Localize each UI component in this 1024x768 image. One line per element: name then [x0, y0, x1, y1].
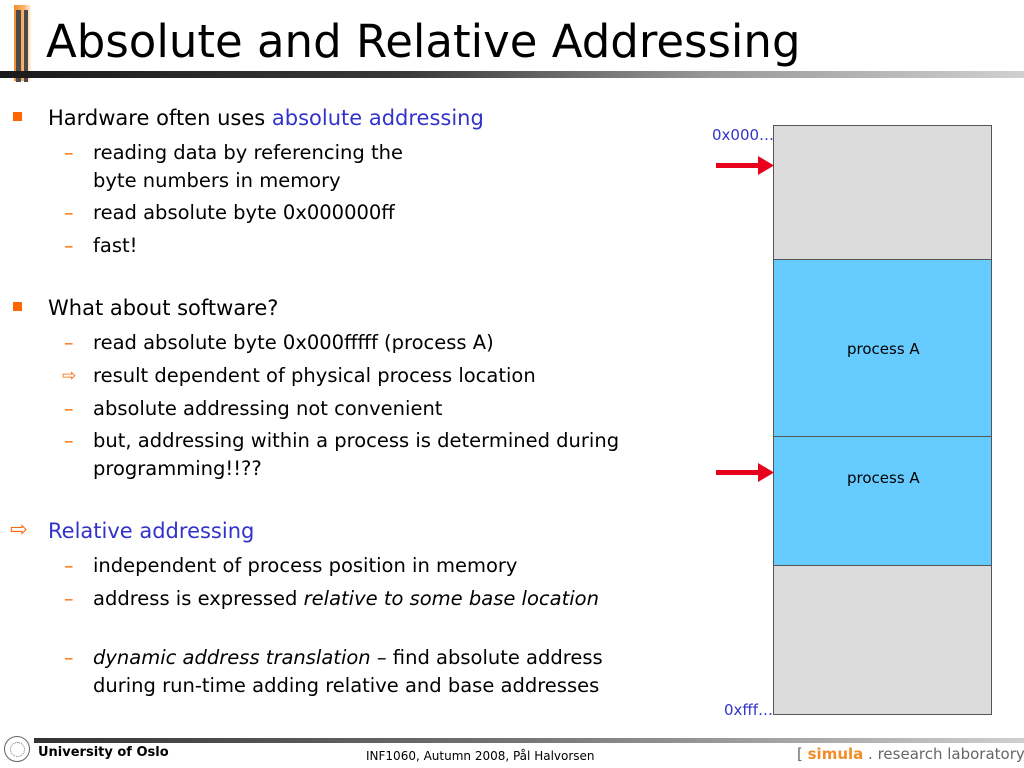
footer-course: INF1060, Autumn 2008, Pål Halvorsen [366, 749, 595, 763]
sub-dynamic-l1: dynamic address translation – find absol… [93, 644, 603, 672]
sub-expressed: address is expressed relative to some ba… [93, 585, 599, 613]
red-arrow-icon [716, 156, 774, 175]
bullet-relative: Relative addressing [48, 519, 255, 543]
dash-bullet: – [64, 588, 74, 610]
footer-lab-open: [ [797, 745, 808, 763]
sub-not-convenient: absolute addressing not convenient [93, 397, 443, 420]
sub-fast: fast! [93, 234, 138, 257]
sub-within-process-l2: programming!!?? [93, 457, 262, 480]
dash-bullet: – [64, 235, 74, 257]
address-bottom: 0xfff… [724, 701, 774, 719]
memory-region-top [773, 125, 992, 260]
dash-bullet: – [64, 142, 74, 164]
memory-region-bottom [773, 565, 992, 715]
bullet-software: What about software? [48, 296, 279, 320]
footer-university: University of Oslo [38, 745, 169, 760]
dash-bullet: – [64, 555, 74, 577]
university-seal-icon [4, 736, 30, 762]
sub-dynamic-l2: during run-time adding relative and base… [93, 674, 600, 697]
dash-bullet: – [64, 398, 74, 420]
sub-result-dependent: result dependent of physical process loc… [93, 364, 536, 387]
sub-independent: independent of process position in memor… [93, 554, 518, 577]
footer-lab-rest: . research laboratory ] [863, 745, 1024, 763]
dash-bullet: – [64, 332, 74, 354]
dash-bullet: – [64, 647, 74, 669]
footer-lab-simula: simula [807, 745, 864, 763]
slide-title: Absolute and Relative Addressing [46, 15, 801, 68]
red-arrow-icon [716, 463, 774, 482]
hollow-arrow-icon: ⇨ [10, 517, 28, 541]
bullet-hardware-highlight: absolute addressing [271, 106, 484, 130]
sub-read-absolute: read absolute byte 0x000000ff [93, 201, 395, 224]
sub-dynamic-text: – find absolute address [370, 646, 603, 669]
footer-rule [34, 738, 1024, 743]
dash-bullet: – [64, 202, 74, 224]
bullet-hardware: Hardware often uses absolute addressing [48, 104, 484, 132]
address-top: 0x000… [712, 126, 775, 144]
sub-within-process-l1: but, addressing within a process is dete… [93, 429, 620, 452]
sub-reading-l1: reading data by referencing the [93, 141, 403, 164]
process-block-1: process A [773, 259, 992, 437]
process-block-1-label: process A [847, 340, 920, 358]
title-rule [0, 71, 1024, 78]
footer-lab: [ simula . research laboratory ] [797, 745, 1024, 763]
title-bar-right [24, 10, 28, 82]
sub-dynamic-italic: dynamic address translation [93, 646, 371, 669]
dash-bullet: – [64, 430, 74, 452]
process-block-2-label: process A [847, 469, 920, 487]
sub-expressed-text: address is expressed [93, 587, 304, 610]
sub-process-a: read absolute byte 0x000fffff (process A… [93, 331, 494, 354]
process-block-2: process A [773, 436, 992, 566]
bullet-hardware-text: Hardware often uses [48, 106, 272, 130]
title-bar-left [16, 10, 21, 82]
sub-expressed-italic: relative to some base location [303, 587, 599, 610]
sub-reading-l2: byte numbers in memory [93, 169, 341, 192]
orange-square-bullet-icon [13, 112, 22, 121]
hollow-arrow-icon: ⇨ [62, 366, 77, 386]
orange-square-bullet-icon [13, 302, 22, 311]
